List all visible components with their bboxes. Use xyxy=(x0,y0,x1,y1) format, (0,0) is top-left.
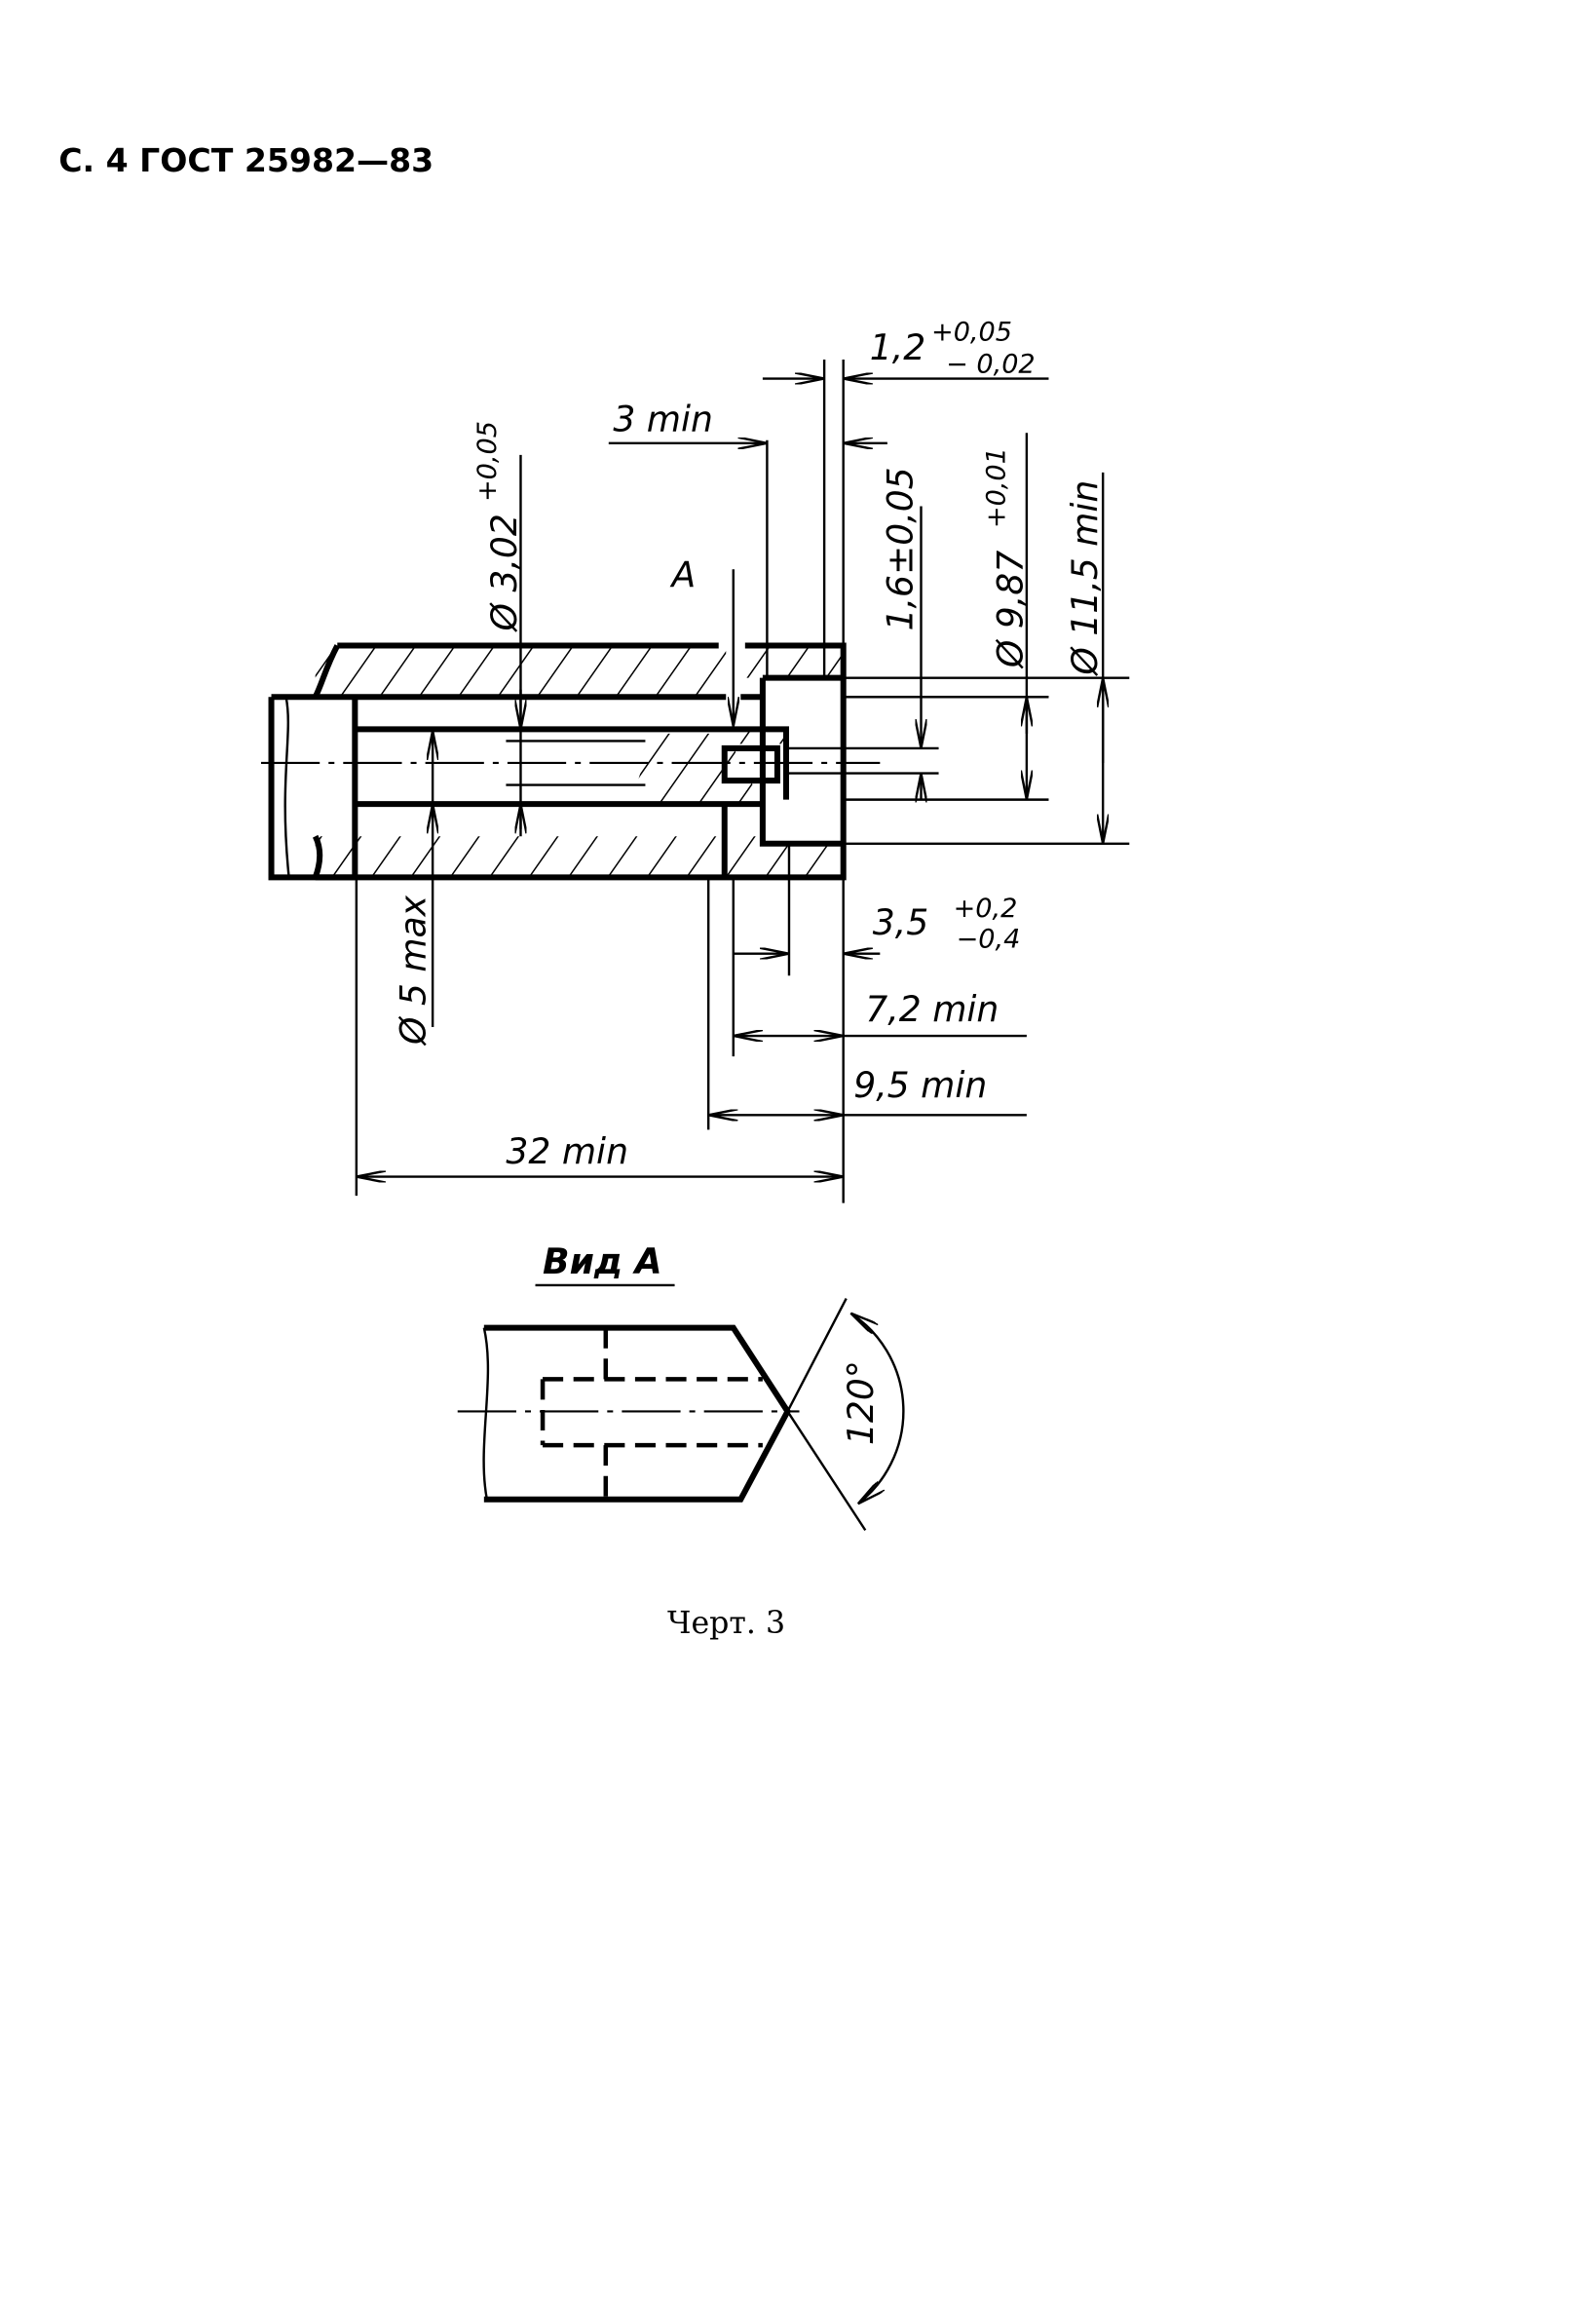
insert-hatch xyxy=(630,733,763,805)
figure-caption: Черт. 3 xyxy=(667,1606,785,1641)
flange-bottom-hatch xyxy=(762,843,844,878)
dim-d11-5: Ø 11,5 min xyxy=(1064,480,1106,677)
dim-7-2: 7,2 min xyxy=(865,988,999,1030)
dim-d5-max: Ø 5 max xyxy=(393,895,434,1047)
dim-1-2: 1,2 xyxy=(870,326,925,368)
page-header: С. 4 ГОСТ 25982—83 xyxy=(58,141,434,179)
dim-32: 32 min xyxy=(506,1130,628,1172)
dim-9-5: 9,5 min xyxy=(853,1064,987,1106)
dim-3-5: 3,5 xyxy=(873,901,928,943)
dim-d9-87-tol: +0,01 xyxy=(981,447,1011,528)
view-a: Вид А 120° xyxy=(457,1240,905,1532)
angle-label: 120° xyxy=(840,1360,882,1445)
dim-3-5-tol-lower: −0,4 xyxy=(957,925,1021,955)
dim-d3-02-tol: +0,05 xyxy=(472,421,503,502)
view-a-marker: А xyxy=(670,553,697,595)
flange-top-hatch xyxy=(740,645,844,678)
dim-3min: 3 min xyxy=(613,399,713,440)
view-a-title: Вид А xyxy=(543,1240,662,1282)
dim-1-2-tol-lower: − 0,02 xyxy=(946,350,1036,380)
section-view: Ø 3,02 +0,05 А Ø 5 max 1,2 +0,05 − 0,02 … xyxy=(260,317,1130,1203)
dim-1-2-tol-upper: +0,05 xyxy=(931,317,1012,347)
dim-d9-87: Ø 9,87 xyxy=(989,551,1031,669)
dim-3-5-tol-upper: +0,2 xyxy=(954,894,1018,924)
dim-1-6: 1,6±0,05 xyxy=(879,467,921,630)
bottom-wall-hatch xyxy=(315,836,763,878)
dim-d3-02: Ø 3,02 xyxy=(483,514,525,632)
